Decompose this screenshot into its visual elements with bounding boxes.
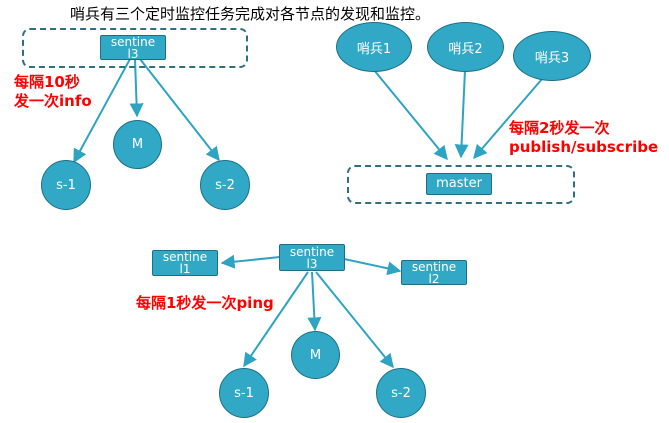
edge-sentinel3-to-master [473, 78, 543, 160]
top-right-note-line1: 每隔2秒发一次 [509, 119, 610, 137]
top-right-note-line2: publish/subscribe [509, 138, 659, 156]
top-right-master-label: master [436, 176, 482, 191]
bottom-sentinel3-box: sentine l3 [279, 244, 345, 271]
edge-sentinel3-to-m-top [129, 58, 144, 118]
bottom-master-node: M [291, 331, 340, 379]
bottom-sentinel1-box: sentine l1 [152, 250, 218, 276]
top-left-note-line2: 发一次info [14, 92, 92, 110]
bottom-sentinel3-line2: l3 [306, 256, 318, 271]
top-left-s2-node: s-2 [200, 160, 250, 210]
edge-sentinel3-to-s2-top [139, 58, 220, 162]
top-left-note: 每隔10秒 发一次info [14, 73, 92, 111]
sentinel2-label: 哨兵2 [448, 41, 483, 57]
bottom-s1-label: s-1 [234, 385, 254, 401]
top-right-master-group [347, 165, 575, 204]
sentinel2-node: 哨兵2 [427, 22, 504, 72]
sentinel3-node: 哨兵3 [513, 31, 591, 81]
edge-center-to-s1-bottom [243, 271, 309, 368]
edge-center-to-left-sentinel [220, 254, 281, 269]
sentinel1-label: 哨兵1 [356, 41, 392, 57]
bottom-sentinel2-line1: sentine [411, 259, 457, 274]
diagram-title: 哨兵有三个定时监控任务完成对各节点的发现和监控。 [70, 5, 431, 23]
bottom-note-text: 每隔1秒发一次ping [136, 294, 274, 312]
sentinel3-label: 哨兵3 [534, 50, 570, 66]
top-left-sentinel3-line1: sentine [110, 34, 156, 49]
bottom-sentinel2-box: sentine l2 [401, 260, 467, 285]
top-left-s1-label: s-1 [56, 177, 76, 193]
edge-center-to-s2-bottom [315, 271, 394, 369]
top-left-s1-node: s-1 [41, 160, 91, 210]
top-left-master-node: M [113, 120, 162, 169]
bottom-s2-label: s-2 [391, 385, 411, 401]
bottom-master-label: M [309, 347, 322, 363]
edge-center-to-m-bottom [307, 271, 322, 332]
top-left-group [22, 28, 248, 68]
top-left-sentinel3-line2: l3 [127, 46, 139, 61]
bottom-s2-node: s-2 [376, 368, 426, 418]
sentinel1-node: 哨兵1 [336, 22, 412, 72]
bottom-sentinel3-line1: sentine [289, 244, 335, 259]
bottom-sentinel1-line2: l1 [179, 262, 191, 276]
edge-sentinel3-to-s1-top [73, 58, 131, 164]
top-right-note: 每隔2秒发一次 publish/subscribe [509, 119, 658, 157]
bottom-sentinel1-line1: sentine [162, 250, 208, 264]
top-left-sentinel3-box: sentine l3 [100, 35, 166, 60]
edge-sentinel2-to-master [454, 69, 469, 159]
edge-sentinel1-to-master [373, 69, 448, 161]
top-left-s2-label: s-2 [215, 177, 235, 193]
top-right-master-box: master [426, 173, 492, 195]
bottom-sentinel2-line2: l2 [428, 271, 440, 286]
bottom-s1-node: s-1 [219, 368, 269, 418]
top-left-master-label: M [131, 137, 144, 152]
top-left-note-line1: 每隔10秒 [14, 73, 80, 91]
bottom-note: 每隔1秒发一次ping [136, 294, 274, 313]
edge-center-to-right-sentinel [343, 258, 402, 276]
